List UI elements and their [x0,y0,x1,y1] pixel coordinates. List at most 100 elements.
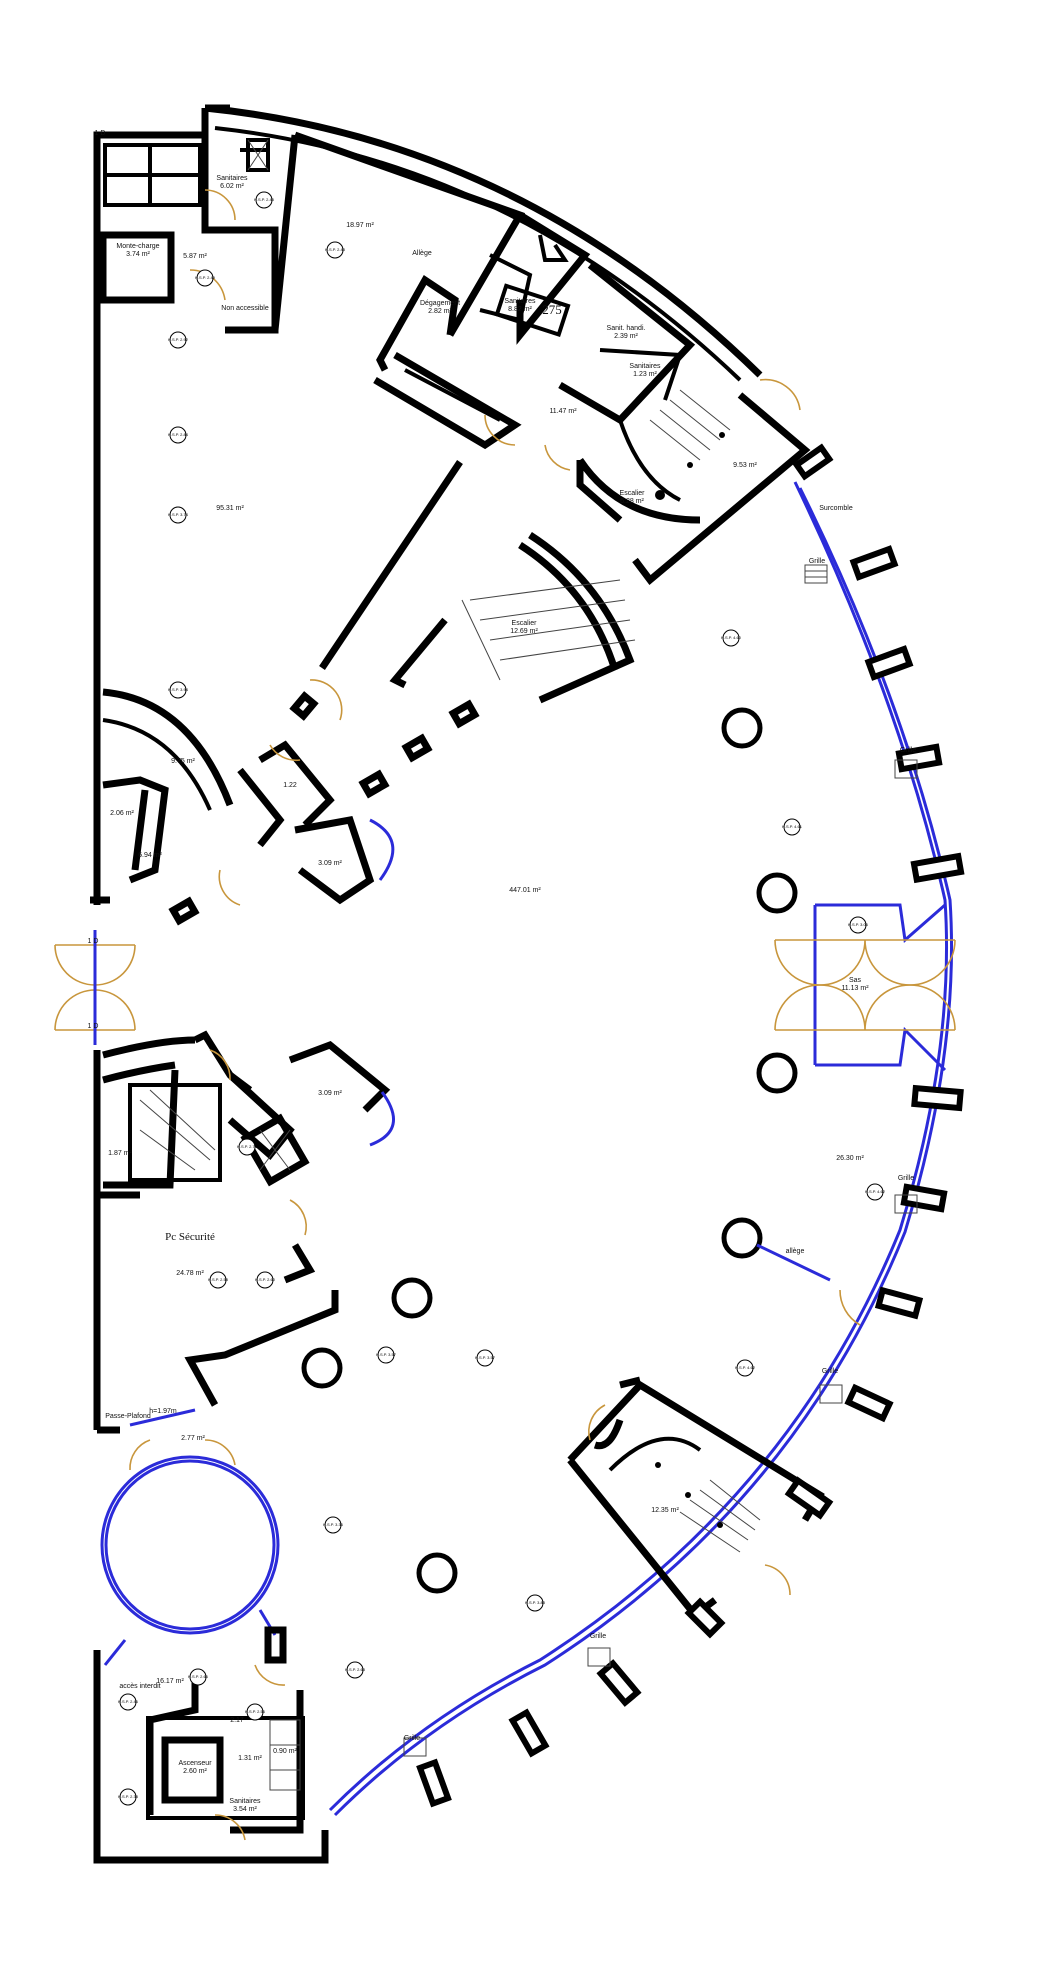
height-tag: H.S.P. 4.60 [721,629,742,647]
label-room-309a: 3.09 m² [318,860,342,867]
svg-text:H.S.P. 3.94: H.S.P. 3.94 [168,687,189,692]
label-stair-number: 275 [542,302,562,317]
label-grille-4: Grille [822,1368,838,1375]
grilles [403,564,918,1757]
label-room-587: 5.87 m² [183,253,207,260]
label-room-122: 1.22 [283,782,297,789]
height-tag: H.S.P. 3.57 [475,1349,496,1367]
height-tag: H.S.P. 2.92 [168,331,189,349]
height-tag: H.S.P. 3.06 [848,916,869,934]
svg-text:H.S.P. 4.60: H.S.P. 4.60 [721,635,742,640]
label-room-206: 2.06 m² [110,810,134,817]
label-door-marker-1: 1 D [95,130,106,137]
svg-text:H.S.P. 3.57: H.S.P. 3.57 [475,1355,496,1360]
svg-text:H.S.P. 2.43: H.S.P. 2.43 [325,247,346,252]
label-grille-3: Grille [898,1175,914,1182]
label-door-marker-3: 1 D [88,1023,99,1030]
label-passe-plafond: Passe-Plafond [105,1413,151,1420]
label-acces-interdit: accès interdit [119,1683,160,1690]
label-sanitaires-bottom: Sanitaires [229,1798,261,1805]
central-structure [168,460,636,926]
svg-text:H.S.P. 2.66: H.S.P. 2.66 [188,1674,209,1679]
label-hauteur: h=1.97m [149,1408,177,1415]
label-pc-securite: Pc Sécurité [165,1231,215,1243]
height-tag: H.S.P. 4.62 [735,1359,756,1377]
height-tag: H.S.P. 2.66 [188,1668,209,1686]
lower-right-stair [567,1376,825,1620]
label-surcomble: Surcomble [819,505,853,512]
facade-pillars [416,443,965,1808]
label-room-694: 6.94 m² [138,852,162,859]
label-monte-charge-area: 3.74 m² [126,251,150,258]
label-grille-1: Grille [809,558,825,565]
svg-text:H.S.P. 3.74: H.S.P. 3.74 [168,512,189,517]
height-tag: H.S.P. 2.56 [245,1703,266,1721]
svg-text:H.S.P. 3.83: H.S.P. 3.83 [525,1600,546,1605]
height-tag: H.S.P. 2.43 [325,241,346,259]
height-tag: H.S.P. 2.49 [195,269,216,287]
height-tag: H.S.P. 3.83 [525,1594,546,1612]
round-columns [301,707,831,1594]
height-tag: H.S.P. 3.57 [376,1346,397,1364]
label-sanitaires-mid-area: 8.82 m² [508,306,532,313]
svg-text:H.S.P. 3.06: H.S.P. 3.06 [848,922,869,927]
label-grille-2: Grille [900,747,916,754]
label-room-090: 0.90 m² [273,1748,297,1755]
label-pc-securite-area: 24.78 m² [176,1270,204,1277]
svg-text:H.S.P. 2.38: H.S.P. 2.38 [118,1794,139,1799]
label-sas-area: 11.13 m² [841,985,869,992]
label-grille-6: Grille [404,1735,420,1742]
label-room-131: 1.31 m² [238,1755,262,1762]
svg-text:H.S.P. 2.58: H.S.P. 2.58 [208,1277,229,1282]
height-tags: H.S.P. 2.45 H.S.P. 2.43 H.S.P. 2.49 H.S.… [118,191,886,1806]
svg-text:H.S.P. 4.62: H.S.P. 4.62 [735,1365,756,1370]
label-sanitaires-top-area: 6.02 m² [220,183,244,190]
sas-vestibule [774,903,956,1072]
label-sanit-handi: Sanit. handi. [607,325,646,332]
svg-text:H.S.P. 4.61: H.S.P. 4.61 [782,824,803,829]
height-tag: H.S.P. 4.61 [782,818,803,836]
svg-text:H.S.P. 2.63: H.S.P. 2.63 [345,1667,366,1672]
lower-left-rooms [97,1030,395,1434]
svg-text:H.S.P. 2.49: H.S.P. 2.49 [195,275,216,280]
label-sanitaires-top: Sanitaires [216,175,248,182]
label-room-44701: 447.01 m² [509,887,541,894]
label-escalier-small-area: 6.28 m² [620,498,644,505]
label-room-975: 9.75 m² [171,758,195,765]
height-tag: H.S.P. 3.94 [168,681,189,699]
upper-rooms [99,128,811,586]
main-entry-door [54,930,136,1045]
height-tag: H.S.P. 2.84 [168,426,189,444]
label-room-9531: 95.31 m² [216,505,244,512]
label-room-1897: 18.97 m² [346,222,374,229]
label-allege-right: allège [786,1248,805,1255]
label-room-277: 2.77 m² [181,1435,205,1442]
svg-text:H.S.P. 2.84: H.S.P. 2.84 [168,432,189,437]
label-sanitaires-small: Sanitaires [629,363,661,370]
height-tag: H.S.P. 3.36 [323,1516,344,1534]
label-room-2630: 26.30 m² [836,1155,864,1162]
label-room-1617: 16.17 m² [156,1678,184,1685]
label-sanitaires-mid: Sanitaires [504,298,536,305]
bottom-left-block [146,1626,305,1834]
label-ascenseur-area: 2.60 m² [183,1768,207,1775]
svg-text:H.S.P. 3.57: H.S.P. 3.57 [376,1352,397,1357]
label-room-1235: 12.35 m² [651,1507,679,1514]
room-labels: Sanitaires 6.02 m² Monte-charge 3.74 m² … [88,130,917,1813]
label-room-309b: 3.09 m² [318,1090,342,1097]
label-room-1147: 11.47 m² [549,408,577,415]
height-tag: H.S.P. 2.45 [254,191,275,209]
label-monte-charge: Monte-charge [116,243,159,250]
height-tag: H.S.P. 2.46 [118,1693,139,1711]
height-tag: H.S.P. 4.62 [865,1183,886,1201]
height-tag: H.S.P. 2.60 [255,1271,276,1289]
label-escalier-main: Escalier [512,620,538,627]
svg-text:H.S.P. 2.56: H.S.P. 2.56 [245,1709,266,1714]
svg-text:H.S.P. 2.76: H.S.P. 2.76 [237,1144,258,1149]
svg-text:H.S.P. 2.60: H.S.P. 2.60 [255,1277,276,1282]
label-sas: Sas [849,977,862,984]
label-sanitaires-small-area: 1.23 m² [633,371,657,378]
svg-text:H.S.P. 2.92: H.S.P. 2.92 [168,337,189,342]
label-sanit-handi-area: 2.39 m² [614,333,638,340]
